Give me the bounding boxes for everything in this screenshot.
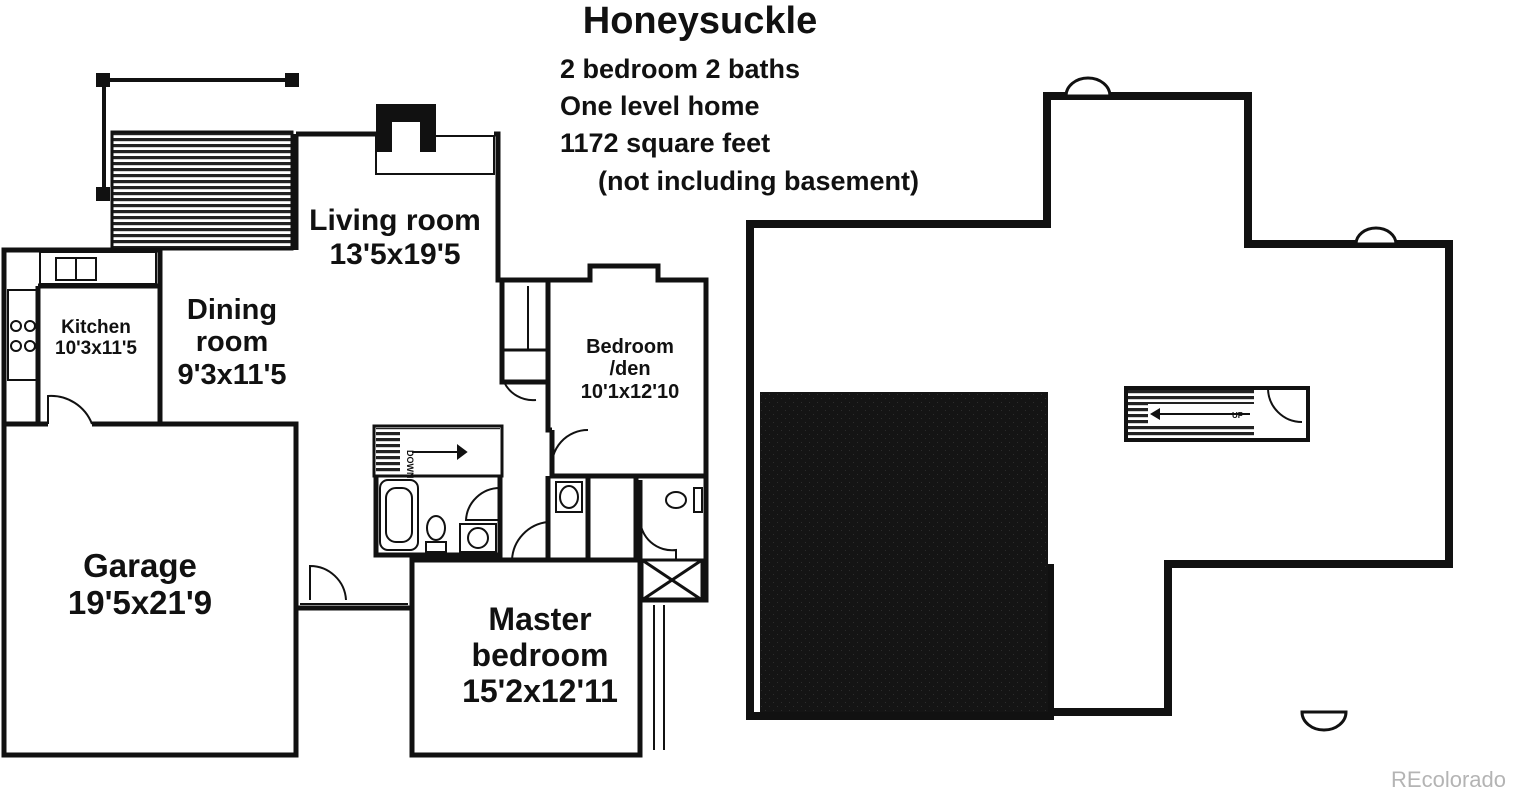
info-line-levels: One level home xyxy=(560,91,760,121)
stairs-up-label: UP xyxy=(1232,411,1244,420)
fireplace xyxy=(375,104,495,175)
dining-room-label: Dining room 9'3x11'5 xyxy=(162,294,302,391)
bedroom-den-label: Bedroom /den 10'1x12'10 xyxy=(556,336,704,403)
basement-level-plan xyxy=(746,76,1453,732)
info-line-area: 1172 square feet xyxy=(560,128,771,158)
unfinished-area xyxy=(760,392,1048,712)
living-room-size: 13'5x19'5 xyxy=(329,237,461,271)
living-room-label: Living room 13'5x19'5 xyxy=(290,204,500,271)
master-bedroom-label: Master bedroom 15'2x12'11 xyxy=(440,601,640,709)
master-bedroom-name-1: Master xyxy=(488,601,592,637)
bedroom-den-name-2: /den xyxy=(609,358,651,381)
kitchen-size: 10'3x11'5 xyxy=(55,338,137,360)
stairs-down-label: DOWN xyxy=(405,450,415,479)
watermark: REcolorado xyxy=(1391,767,1506,792)
master-bedroom-size: 15'2x12'11 xyxy=(462,672,618,709)
dining-room-name-2: room xyxy=(195,326,269,359)
bedroom-den-name-1: Bedroom xyxy=(586,336,674,358)
garage-label: Garage 19'5x21'9 xyxy=(40,547,240,622)
master-bedroom-name-2: bedroom xyxy=(471,636,609,673)
main-level-plan xyxy=(1,73,709,758)
info-line-bedrooms: 2 bedroom 2 baths xyxy=(560,54,801,84)
kitchen-name: Kitchen xyxy=(61,317,131,338)
living-room-name: Living room xyxy=(309,204,481,237)
plan-title: Honeysuckle xyxy=(582,0,818,42)
deck xyxy=(96,73,299,251)
bedroom-den-size: 10'1x12'10 xyxy=(580,380,680,403)
kitchen-label: Kitchen 10'3x11'5 xyxy=(40,317,152,360)
dining-room-size: 9'3x11'5 xyxy=(177,358,287,391)
dining-room-name-1: Dining xyxy=(186,294,278,326)
info-line-basement-note: (not including basement) xyxy=(598,166,919,196)
garage-size: 19'5x21'9 xyxy=(67,583,213,621)
garage-name: Garage xyxy=(83,547,197,584)
fixtures xyxy=(7,251,703,605)
